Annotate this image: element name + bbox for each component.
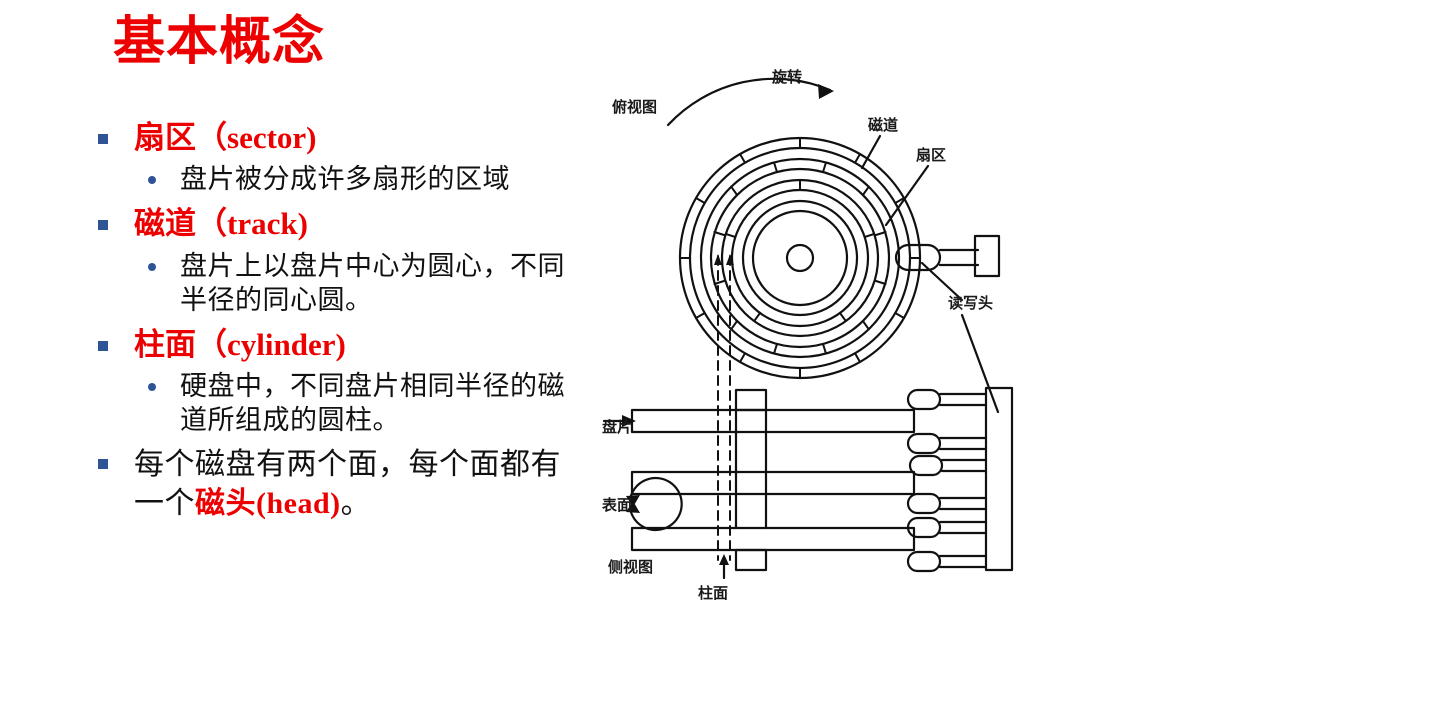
track-ring-2b: [709, 167, 891, 349]
sector-dividers: [679, 137, 921, 379]
head-arm-5: [906, 516, 988, 539]
head-arm-2: [906, 432, 988, 455]
disk-diagram-svg: 俯视图 旋转 磁道 扇区 读写头 盘片 表面 侧视图 柱面: [602, 68, 1014, 602]
bullet-level1-sector: 扇区（sector): [86, 118, 586, 158]
track-ring-4b: [751, 209, 849, 307]
platter-2: [630, 470, 916, 496]
spindle-top: [734, 388, 768, 412]
head-arm-1: [906, 388, 988, 411]
top-view-platter: [678, 136, 922, 380]
page-title: 基本概念: [113, 14, 326, 71]
bullet-level1-track: 磁道（track): [86, 204, 586, 244]
label-sector: 扇区: [916, 146, 946, 164]
bullet-level1-label: 柱面（cylinder): [134, 326, 346, 362]
bullet-head-text-part1: 每个磁盘有两个面，每个面都有一个: [134, 447, 561, 520]
bullet-level1-cylinder: 柱面（cylinder): [86, 325, 586, 365]
label-track: 磁道: [868, 116, 898, 134]
actuator-block: [984, 386, 1014, 572]
label-top-view: 俯视图: [612, 98, 657, 116]
head-arm-4: [906, 492, 988, 515]
label-cylinder: 柱面: [698, 584, 728, 602]
square-bullet-icon: [98, 458, 108, 469]
spindle-bottom: [734, 548, 768, 572]
bullet-level2-track-desc: 盘片上以盘片中心为圆心，不同半径的同心圆。: [86, 249, 586, 317]
side-view-assembly: [630, 386, 1014, 573]
label-surface: 表面: [602, 496, 632, 514]
head-arm-6: [906, 550, 988, 573]
surface-loop-arrow: [626, 476, 683, 532]
rotation-arrow: [666, 77, 834, 127]
cylinder-dash-arrowheads: [714, 254, 734, 265]
square-bullet-icon: [98, 220, 108, 231]
track-ring-2a: [699, 157, 901, 359]
bullet-level1-label: 扇区（sector): [134, 120, 317, 155]
label-read-write-head: 读写头: [948, 294, 993, 312]
bullet-head-text-part2: 。: [340, 486, 372, 520]
platter-label-arrow: [602, 415, 636, 427]
cylinder-dashed-lines: [717, 255, 731, 561]
dot-bullet-icon: [148, 382, 156, 391]
platter-1: [630, 408, 916, 434]
read-write-head-top: [894, 234, 1001, 302]
bullet-level1-label: 磁道（track): [134, 206, 308, 242]
platter-3: [630, 526, 916, 552]
track-ring-4a: [741, 199, 859, 317]
bullet-level2-sector-desc: 盘片被分成许多扇形的区域: [86, 162, 586, 196]
track-ring-3a: [720, 178, 880, 338]
bullet-head-highlight: 磁头(head): [195, 486, 341, 520]
head-leader-line-2: [960, 313, 1000, 414]
track-leader-line: [860, 134, 882, 170]
bullet-level2-label: 盘片被分成许多扇形的区域: [180, 164, 510, 195]
bullet-level1-head: 每个磁盘有两个面，每个面都有一个磁头(head)。: [86, 445, 586, 523]
label-rotation: 旋转: [771, 68, 802, 86]
dot-bullet-icon: [148, 262, 156, 271]
label-side-view: 侧视图: [608, 558, 653, 576]
square-bullet-icon: [98, 340, 108, 351]
square-bullet-icon: [98, 134, 108, 144]
label-platter: 盘片: [602, 418, 632, 436]
cylinder-arrow-up: [719, 554, 729, 580]
head-arm-3: [908, 454, 988, 477]
bullet-list: 扇区（sector) 盘片被分成许多扇形的区域 磁道（track) 盘片上以盘片…: [86, 118, 586, 523]
sector-leader-line: [884, 164, 930, 227]
track-ring-outer: [678, 136, 922, 380]
bullet-level2-label: 盘片上以盘片中心为圆心，不同半径的同心圆。: [180, 250, 565, 315]
spindle-hole: [785, 243, 815, 273]
dot-bullet-icon: [148, 176, 156, 185]
bullet-level2-label: 硬盘中，不同盘片相同半径的磁道所组成的圆柱。: [180, 370, 565, 435]
disk-structure-diagram: 俯视图 旋转 磁道 扇区 读写头 盘片 表面 侧视图 柱面: [590, 60, 1040, 620]
bullet-level2-cylinder-desc: 硬盘中，不同盘片相同半径的磁道所组成的圆柱。: [86, 369, 586, 437]
